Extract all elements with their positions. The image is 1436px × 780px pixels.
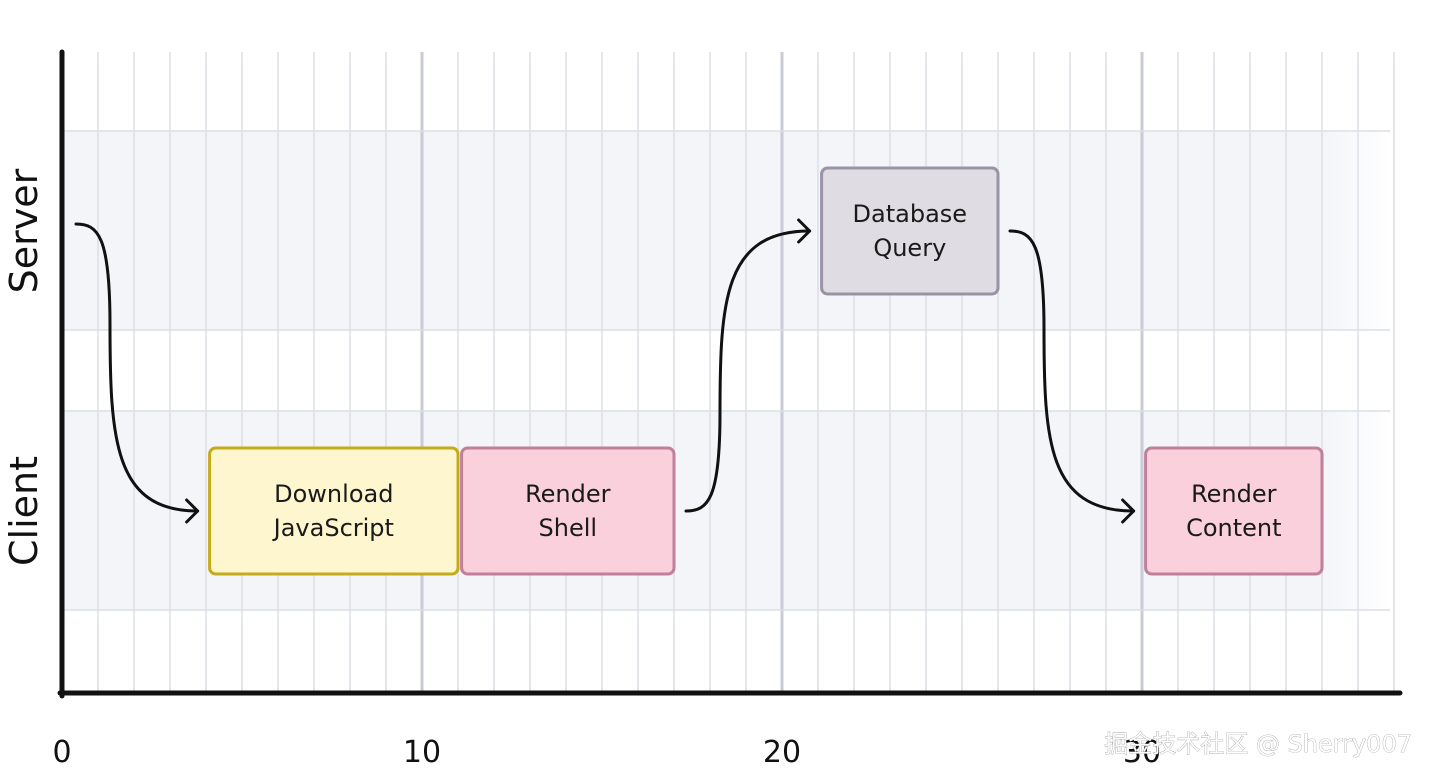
step-label-render-content: Render [1191,480,1277,508]
step-label-render-shell: Render [525,480,611,508]
lane-labels: Server Client [2,168,46,566]
x-axis-ticks: 0 10 20 30 [52,735,1161,770]
axes [57,49,1403,699]
step-box-download-javascript [208,446,460,576]
step-box-render-content [1144,446,1324,576]
flow-arrow-3 [1008,229,1136,524]
flow-arrow-2 [684,218,812,513]
tick-label-10: 10 [403,735,441,770]
flow-arrow-path [684,229,812,513]
step-label-render-content: Content [1186,514,1281,542]
step-box-render-shell [460,446,676,576]
step-boxes: DownloadJavaScriptRenderShellDatabaseQue… [208,166,1324,576]
watermark: 掘金技术社区 @ Sherry007 [1104,730,1412,758]
step-label-render-shell: Shell [539,514,598,542]
flow-arrow-1 [74,222,200,524]
lane-label-client: Client [2,456,46,566]
flow-arrows [74,218,1136,524]
step-label-database-query: Database [853,200,968,228]
step-box-database-query [820,166,1000,296]
step-label-download-javascript: JavaScript [272,514,394,542]
lane-band-edges [64,130,1390,611]
step-label-database-query: Query [873,234,946,262]
step-label-download-javascript: Download [274,480,393,508]
flow-arrow-path [1008,229,1136,513]
arrowhead-icon [1121,498,1136,524]
tick-label-0: 0 [52,735,71,770]
lane-label-server: Server [2,168,46,293]
time-grid [97,52,1395,692]
arrowhead-icon [185,498,200,524]
arrowhead-icon [797,218,812,244]
tick-label-30: 30 [1123,735,1161,770]
tick-label-20: 20 [763,735,801,770]
flow-arrow-path [74,222,200,513]
